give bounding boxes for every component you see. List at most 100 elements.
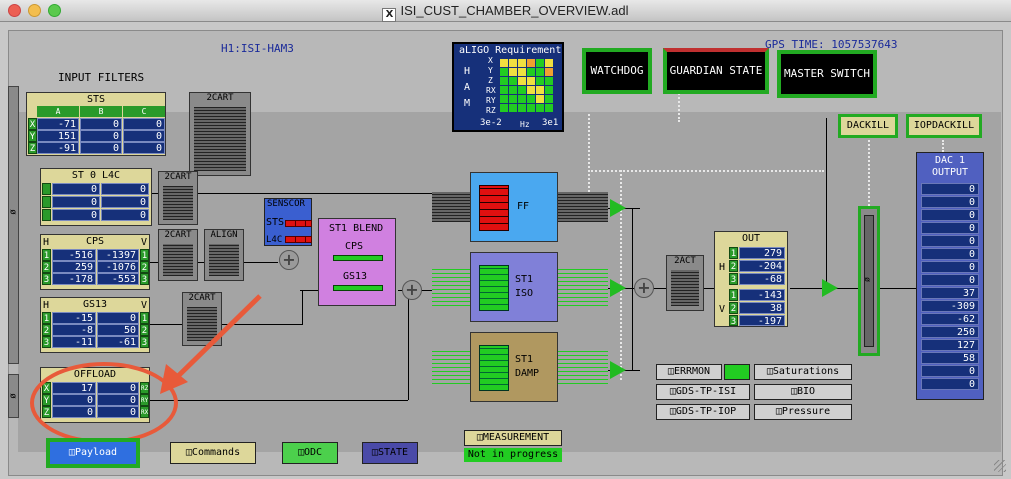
dac-value: 250 [921, 326, 979, 338]
output-gain-icon[interactable] [822, 279, 838, 297]
dotted-wire [868, 140, 870, 210]
iso-gain-icon[interactable] [610, 279, 626, 297]
commands-button[interactable]: ◫Commands [170, 442, 256, 464]
aligo-requirement-panel[interactable]: aLIGO Requirement H A M X Y Z RX RY RZ 3… [452, 42, 564, 132]
out-title: OUT [741, 233, 761, 244]
matrix-icon [163, 186, 193, 220]
requirement-cell [500, 59, 508, 67]
requirement-cell [536, 86, 544, 94]
odc-button[interactable]: ◫ODC [282, 442, 338, 464]
out-tag: 2 [729, 302, 738, 314]
requirement-cell [545, 95, 553, 103]
requirement-dof-x: X [488, 56, 493, 65]
st1-blend-panel[interactable]: ST1 BLEND CPS GS13 [318, 218, 396, 306]
sts-value: -91 [37, 142, 79, 154]
requirement-cell [509, 95, 517, 103]
zoom-window-button[interactable] [48, 4, 61, 17]
sts-value: 0 [80, 142, 122, 154]
dac-value: 37 [921, 287, 979, 299]
gds-tp-isi-button[interactable]: ◫GDS-TP-ISI [656, 384, 750, 400]
requirement-dof-rx: RX [486, 86, 496, 95]
dac-value: 127 [921, 339, 979, 351]
requirement-dof-y: Y [488, 66, 493, 75]
state-button[interactable]: ◫STATE [362, 442, 418, 464]
ff-gain-icon[interactable] [610, 199, 626, 217]
dac-value: 0 [921, 274, 979, 286]
st1-iso-block[interactable]: ST1 ISO [470, 252, 558, 322]
damp-label: ST1 DAMP [515, 354, 540, 379]
align-button[interactable]: ALIGN [204, 229, 244, 281]
close-window-button[interactable] [8, 4, 21, 17]
requirement-a: A [464, 82, 471, 93]
errmon-button[interactable]: ◫ERRMON [656, 364, 722, 380]
dackill-button[interactable]: DACKILL [838, 114, 898, 138]
senscor-sts: STS [266, 217, 285, 228]
sts-col-a: A [37, 106, 79, 117]
sts-row-y: Y [28, 130, 37, 142]
cps-v-value: -1076 [97, 261, 139, 273]
requirement-cell [536, 95, 544, 103]
saturations-button[interactable]: ◫Saturations [754, 364, 852, 380]
master-switch-button[interactable]: MASTER SWITCH [777, 50, 877, 98]
requirement-cell [545, 104, 553, 112]
matrix-icon [163, 244, 193, 276]
dac-value: 0 [921, 183, 979, 195]
iopdackill-button[interactable]: IOPDACKILL [906, 114, 982, 138]
guardian-state-button[interactable]: GUARDIAN STATE [663, 48, 769, 94]
l4c-value: 0 [101, 209, 149, 221]
sum-junction-3: + [634, 278, 654, 298]
bio-button[interactable]: ◫BIO [754, 384, 852, 400]
gs13-tag: 1 [140, 312, 149, 324]
sts-value: 0 [80, 130, 122, 142]
side-tab-bottom[interactable]: ø [8, 374, 19, 418]
damp-gain-icon[interactable] [610, 361, 626, 379]
gs13-v-value: 0 [97, 312, 139, 324]
gs13-panel: GS13 H V 1 2 3 -15 -8 -11 0 50 -61 1 2 3 [40, 297, 150, 353]
input-filters-label: INPUT FILTERS [58, 71, 145, 84]
requirement-cell [500, 95, 508, 103]
cps-2cart-button[interactable]: 2CART [158, 229, 198, 281]
requirement-cell [545, 68, 553, 76]
sts-value: 0 [123, 118, 165, 130]
requirement-dof-rz: RZ [486, 106, 496, 115]
matrix-icon [194, 107, 246, 171]
watchdog-button[interactable]: WATCHDOG [582, 48, 652, 94]
wire [826, 118, 827, 288]
requirement-cell [509, 77, 517, 85]
senscor-l4c: L4C [266, 235, 283, 245]
2act-button[interactable]: 2ACT [666, 255, 704, 311]
sts-value: 0 [123, 130, 165, 142]
wire [632, 208, 633, 370]
gs13-h: H [43, 300, 50, 311]
payload-button[interactable]: ◫Payload [46, 438, 140, 468]
requirement-x-max: 3e1 [542, 118, 559, 128]
requirement-heatmap [500, 57, 556, 115]
st1-damp-block[interactable]: ST1 DAMP [470, 332, 558, 402]
measurement-button[interactable]: ◫MEASUREMENT [464, 430, 562, 446]
l4c-2cart-button[interactable]: 2CART [158, 171, 198, 225]
output-switch-bar[interactable]: ø [858, 206, 880, 356]
switch-mark: ø [862, 277, 872, 282]
ff-block[interactable]: FF [470, 172, 558, 242]
damp-input-lines [432, 348, 470, 384]
dac-value: 0 [921, 378, 979, 390]
requirement-dof-ry: RY [486, 96, 496, 105]
resize-grip[interactable] [994, 460, 1006, 472]
sts-2cart-button[interactable]: 2CART [189, 92, 251, 176]
sts-value: 0 [123, 142, 165, 154]
iso-label: ST1 ISO [515, 274, 534, 299]
gs13-h-value: -11 [52, 336, 96, 348]
senscor-panel[interactable]: SENSCOR STS L4C [264, 198, 312, 246]
cps-tag: 2 [140, 261, 149, 273]
side-tab-top[interactable]: ø [8, 86, 19, 364]
sts-value: 0 [80, 118, 122, 130]
cps-tag: 1 [42, 249, 51, 261]
pressure-button[interactable]: ◫Pressure [754, 404, 852, 420]
gds-tp-iop-button[interactable]: ◫GDS-TP-IOP [656, 404, 750, 420]
dac-value: 0 [921, 235, 979, 247]
cps-tag: 2 [42, 261, 51, 273]
minimize-window-button[interactable] [28, 4, 41, 17]
requirement-cell [518, 77, 526, 85]
out-tag: 3 [729, 315, 738, 327]
out-tag: 1 [729, 247, 738, 259]
